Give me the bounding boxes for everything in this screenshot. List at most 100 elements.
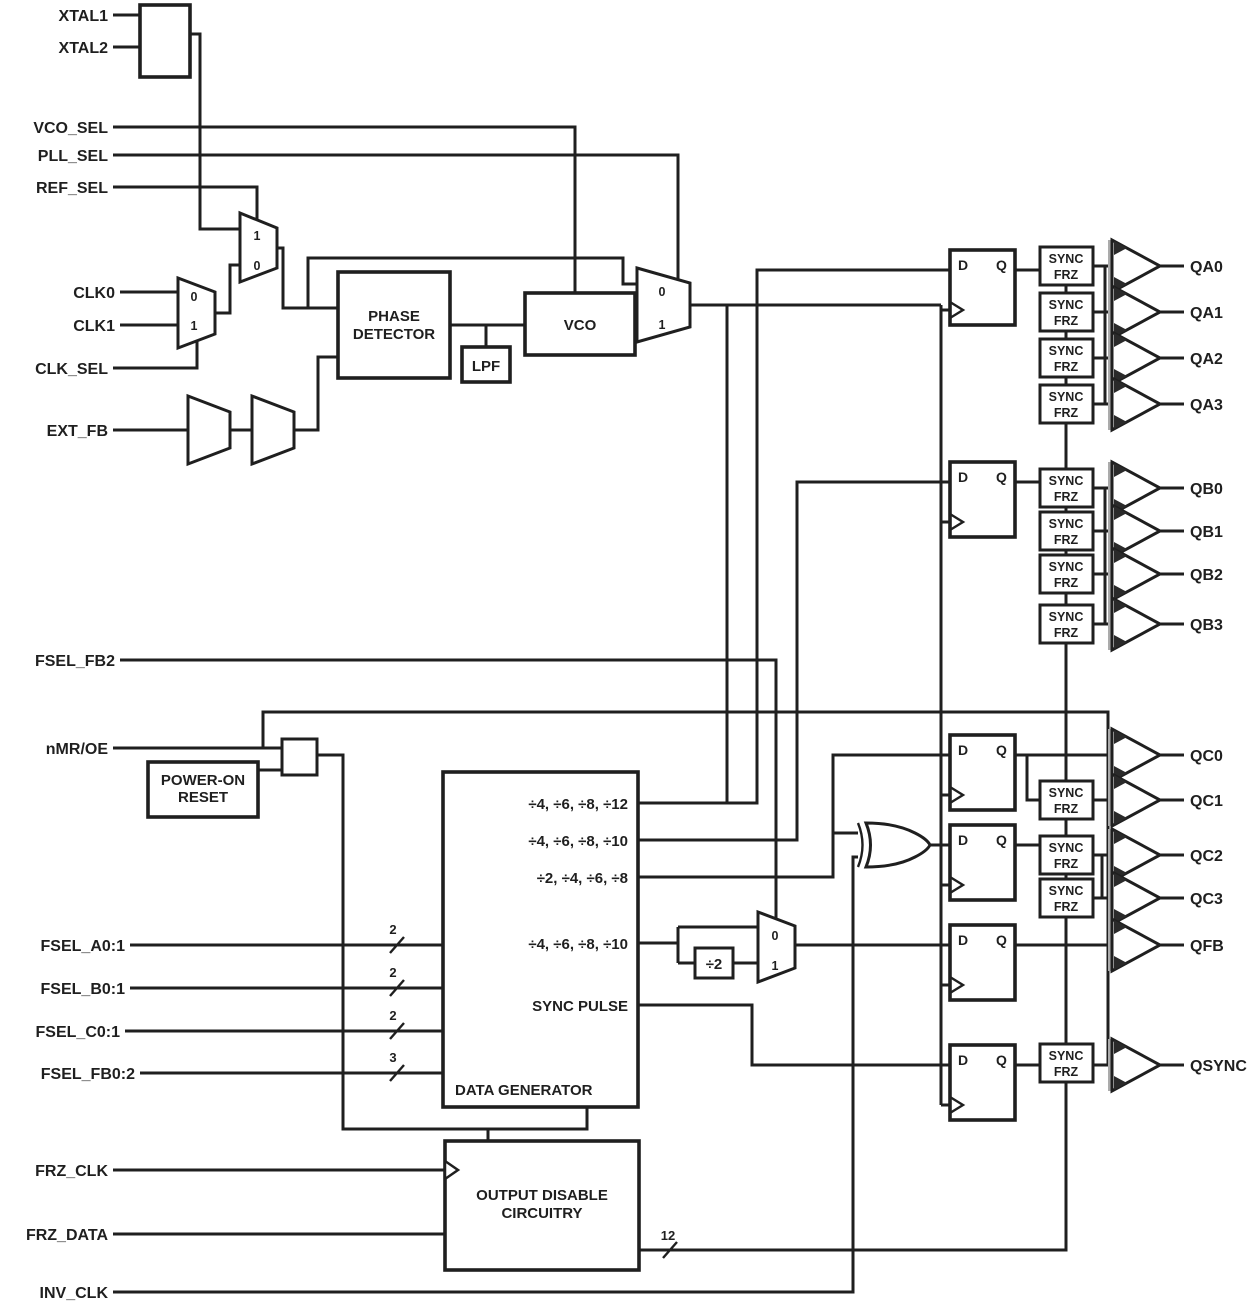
- wire-clkmux-out: [215, 263, 240, 315]
- lpf-label: LPF: [472, 358, 500, 375]
- fb-mux-shape: [756, 909, 797, 985]
- label-fsel-b: FSEL_B0:1: [41, 981, 126, 998]
- sync-label: SYNC: [1049, 841, 1084, 855]
- label-ext-fb: EXT_FB: [47, 423, 108, 440]
- dff-qb: D Q: [948, 460, 1017, 539]
- label-qsync: QSYNC: [1190, 1058, 1247, 1075]
- dff-qsync-q: Q: [996, 1052, 1007, 1068]
- xor-input-arc: [856, 822, 864, 868]
- sync-label: SYNC: [1049, 517, 1084, 531]
- output-buffers: [1108, 237, 1164, 1094]
- label-qb3: QB3: [1190, 617, 1223, 634]
- wire-refmux-out: [277, 246, 338, 310]
- sync-label: SYNC: [1049, 344, 1084, 358]
- dff-qa-q: Q: [996, 257, 1007, 273]
- output-buffer-row: [1108, 237, 1164, 1094]
- label-qa3: QA3: [1190, 397, 1223, 414]
- bus-width-labels: 2 2 2 3 12: [389, 922, 675, 1243]
- ref-mux-1: 1: [254, 229, 261, 243]
- label-frz-data: FRZ_DATA: [26, 1227, 109, 1244]
- phase-detector-box: [336, 270, 452, 380]
- clk-mux-0: 0: [191, 290, 198, 304]
- ref-mux-shape: [238, 210, 279, 285]
- div2-box: [693, 946, 735, 980]
- wire-frz-bus: [639, 1082, 1068, 1252]
- frz-label: FRZ: [1054, 900, 1079, 914]
- vco-mux-0: 0: [659, 285, 666, 299]
- vco-block: VCO: [523, 291, 637, 357]
- frz-label: FRZ: [1054, 533, 1079, 547]
- label-fsel-fb02: FSEL_FB0:2: [41, 1066, 135, 1083]
- label-qc3: QC3: [1190, 891, 1223, 908]
- label-clk0: CLK0: [73, 285, 115, 302]
- fb-mux-1: 1: [772, 959, 779, 973]
- vco-mux-shape: [635, 266, 692, 344]
- frz-label: FRZ: [1054, 360, 1079, 374]
- wire-clk-sel: [113, 341, 199, 370]
- phase-detector-block: PHASE DETECTOR: [336, 270, 452, 380]
- label-qc2: QC2: [1190, 848, 1223, 865]
- xor-gate: [856, 821, 932, 869]
- por-box: [146, 760, 260, 819]
- output-disable-box: [443, 1139, 641, 1272]
- data-generator-block: ÷4, ÷6, ÷8, ÷12 ÷4, ÷6, ÷8, ÷10 ÷2, ÷4, …: [441, 770, 640, 1109]
- divider-row-c: ÷2, ÷4, ÷6, ÷8: [537, 870, 628, 887]
- dff-qfb-d: D: [958, 932, 968, 948]
- clock-pin-icon: [443, 1158, 461, 1182]
- sync-label: SYNC: [1049, 390, 1084, 404]
- data-generator-label: DATA GENERATOR: [455, 1082, 593, 1099]
- dff-qfb-clock-icon: [949, 975, 966, 995]
- div2-label: ÷2: [706, 956, 723, 973]
- label-ref-sel: REF_SEL: [36, 180, 108, 197]
- slash-fsel-a: [389, 936, 405, 954]
- label-qa1: QA1: [1190, 305, 1223, 322]
- frz-label: FRZ: [1054, 1065, 1079, 1079]
- sync-frz-qb1: SYNC FRZ: [1038, 510, 1095, 552]
- label-clk1: CLK1: [73, 318, 115, 335]
- frz-label: FRZ: [1054, 268, 1079, 282]
- label-qc0: QC0: [1190, 748, 1223, 765]
- bus-slashes: [389, 936, 678, 1259]
- vco-box: [523, 291, 637, 357]
- wire-output-stubs: [1160, 264, 1184, 1067]
- label-nmr-oe: nMR/OE: [46, 741, 109, 758]
- crystal-box: [138, 3, 192, 79]
- label-fsel-a: FSEL_A0:1: [41, 938, 126, 955]
- frz-label: FRZ: [1054, 626, 1079, 640]
- xor-body: [863, 821, 932, 869]
- reset-merge-block: [280, 737, 319, 777]
- width-fsel-c: 2: [389, 1008, 396, 1023]
- sync-label: SYNC: [1049, 298, 1084, 312]
- fb-mux-0: 0: [772, 929, 779, 943]
- power-on-reset-block: POWER-ON RESET: [146, 760, 260, 819]
- sync-frz-qa2: SYNC FRZ: [1038, 337, 1095, 379]
- frz-label: FRZ: [1054, 490, 1079, 504]
- wire-qb-frz-outs: [1093, 486, 1112, 626]
- dff-qb-clock-icon: [949, 512, 966, 532]
- output-disable-label-2: CIRCUITRY: [501, 1205, 582, 1222]
- dff-qfb-q: Q: [996, 932, 1007, 948]
- dff-qc2-q: Q: [996, 832, 1007, 848]
- clk-mux-1: 1: [191, 319, 198, 333]
- label-qa0: QA0: [1190, 259, 1223, 276]
- label-clk-sel: CLK_SEL: [35, 361, 108, 378]
- input-labels: XTAL1 XTAL2 VCO_SEL PLL_SEL REF_SEL CLK0…: [26, 8, 135, 1302]
- vco-label: VCO: [564, 317, 597, 334]
- dff-qsync-clock-icon: [949, 1095, 966, 1115]
- width-frz-bus: 12: [661, 1228, 675, 1243]
- clk-mux-shape: [176, 275, 217, 351]
- divider-row-a: ÷4, ÷6, ÷8, ÷12: [528, 796, 628, 813]
- wires: [113, 13, 1184, 1294]
- frz-label: FRZ: [1054, 576, 1079, 590]
- ext-fb-buffers: [186, 393, 296, 467]
- clk-select-mux: 0 1: [176, 275, 217, 351]
